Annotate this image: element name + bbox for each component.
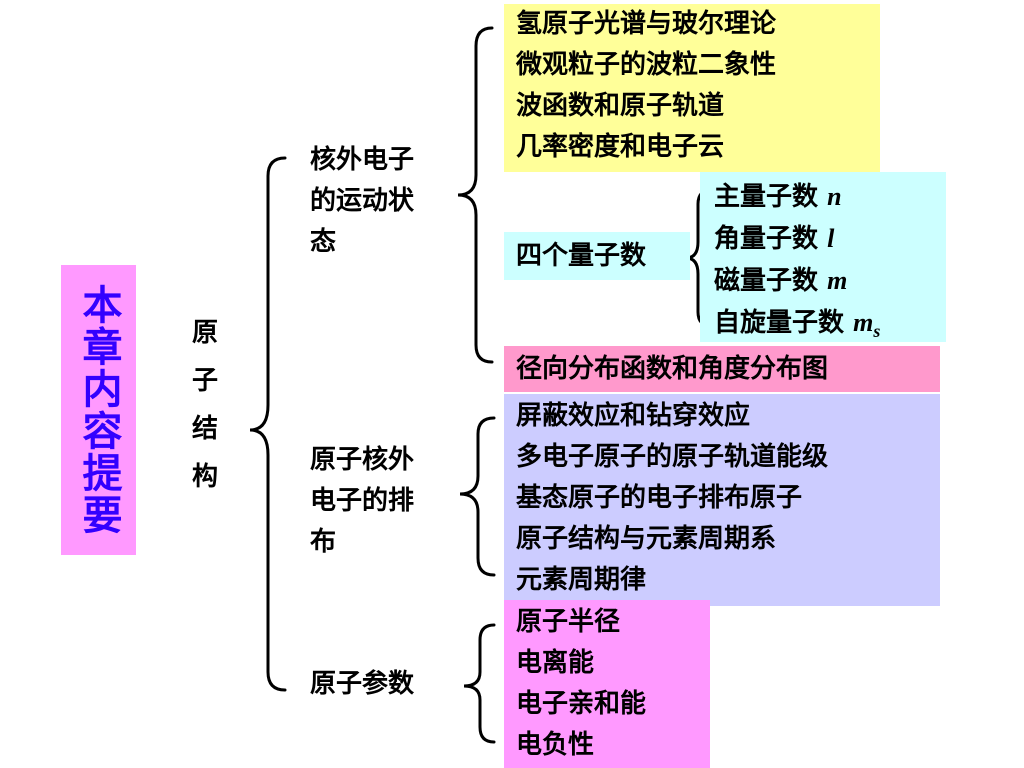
quantum-symbol: m bbox=[853, 308, 874, 337]
quantum-symbol: n bbox=[827, 182, 842, 211]
radial-box: 径向分布函数和角度分布图 bbox=[504, 346, 940, 392]
chapter-title-text: 本章内容提要 bbox=[75, 284, 123, 536]
parameter-item: 电离能 bbox=[516, 648, 595, 678]
quantum-symbol: l bbox=[827, 224, 835, 253]
quantum-item: 磁量子数 m bbox=[714, 260, 946, 302]
branch-distribution-label: 原子核外电子的排布 bbox=[310, 445, 415, 557]
quantum-list-box: 主量子数 n 角量子数 l 磁量子数 m 自旋量子数 ms bbox=[700, 172, 946, 342]
root-node: 原子结构 bbox=[178, 318, 228, 548]
parameters-brace bbox=[463, 623, 496, 744]
quantum-subscript: s bbox=[873, 321, 881, 342]
motion-item: 氢原子光谱与玻尔理论 bbox=[516, 9, 777, 39]
branch-motion-label: 核外电子的运动状态 bbox=[310, 145, 415, 257]
quantum-item: 主量子数 n bbox=[714, 176, 946, 218]
motion-brace bbox=[457, 26, 494, 364]
root-label: 原子结构 bbox=[187, 318, 218, 510]
branch-distribution: 原子核外电子的排布 bbox=[310, 440, 414, 563]
quantum-label-box: 四个量子数 bbox=[504, 232, 690, 280]
motion-item: 微观粒子的波粒二象性 bbox=[516, 50, 777, 80]
radial-label: 径向分布函数和角度分布图 bbox=[516, 354, 829, 384]
main-brace bbox=[249, 156, 287, 692]
distribution-item: 多电子原子的原子轨道能级 bbox=[516, 442, 829, 472]
distribution-item: 元素周期律 bbox=[516, 565, 647, 595]
parameter-item: 原子半径 bbox=[516, 607, 621, 637]
motion-item: 几率密度和电子云 bbox=[516, 132, 725, 162]
motion-item: 波函数和原子轨道 bbox=[516, 91, 725, 121]
parameter-items-box: 原子半径 电离能 电子亲和能 电负性 bbox=[504, 600, 710, 768]
branch-motion: 核外电子的运动状态 bbox=[310, 140, 414, 263]
quantum-symbol: m bbox=[827, 266, 848, 295]
branch-parameters: 原子参数 bbox=[310, 664, 414, 705]
distribution-brace bbox=[459, 416, 496, 577]
quantum-label: 四个量子数 bbox=[516, 241, 647, 271]
distribution-items-box: 屏蔽效应和钻穿效应 多电子原子的原子轨道能级 基态原子的电子排布原子 原子结构与… bbox=[504, 394, 940, 606]
branch-parameters-label: 原子参数 bbox=[310, 669, 415, 699]
quantum-name: 磁量子数 bbox=[714, 266, 819, 296]
parameter-item: 电负性 bbox=[516, 730, 595, 760]
parameter-item: 电子亲和能 bbox=[516, 689, 647, 719]
quantum-name: 主量子数 bbox=[714, 182, 819, 212]
chapter-title: 本章内容提要 bbox=[61, 265, 136, 555]
distribution-item: 基态原子的电子排布原子 bbox=[516, 483, 803, 513]
quantum-item: 自旋量子数 ms bbox=[714, 302, 946, 352]
quantum-name: 角量子数 bbox=[714, 224, 819, 254]
motion-items-box: 氢原子光谱与玻尔理论 微观粒子的波粒二象性 波函数和原子轨道 几率密度和电子云 bbox=[504, 4, 880, 172]
quantum-item: 角量子数 l bbox=[714, 218, 946, 260]
distribution-item: 原子结构与元素周期系 bbox=[516, 524, 777, 554]
quantum-name: 自旋量子数 bbox=[714, 308, 845, 338]
distribution-item: 屏蔽效应和钻穿效应 bbox=[516, 401, 751, 431]
